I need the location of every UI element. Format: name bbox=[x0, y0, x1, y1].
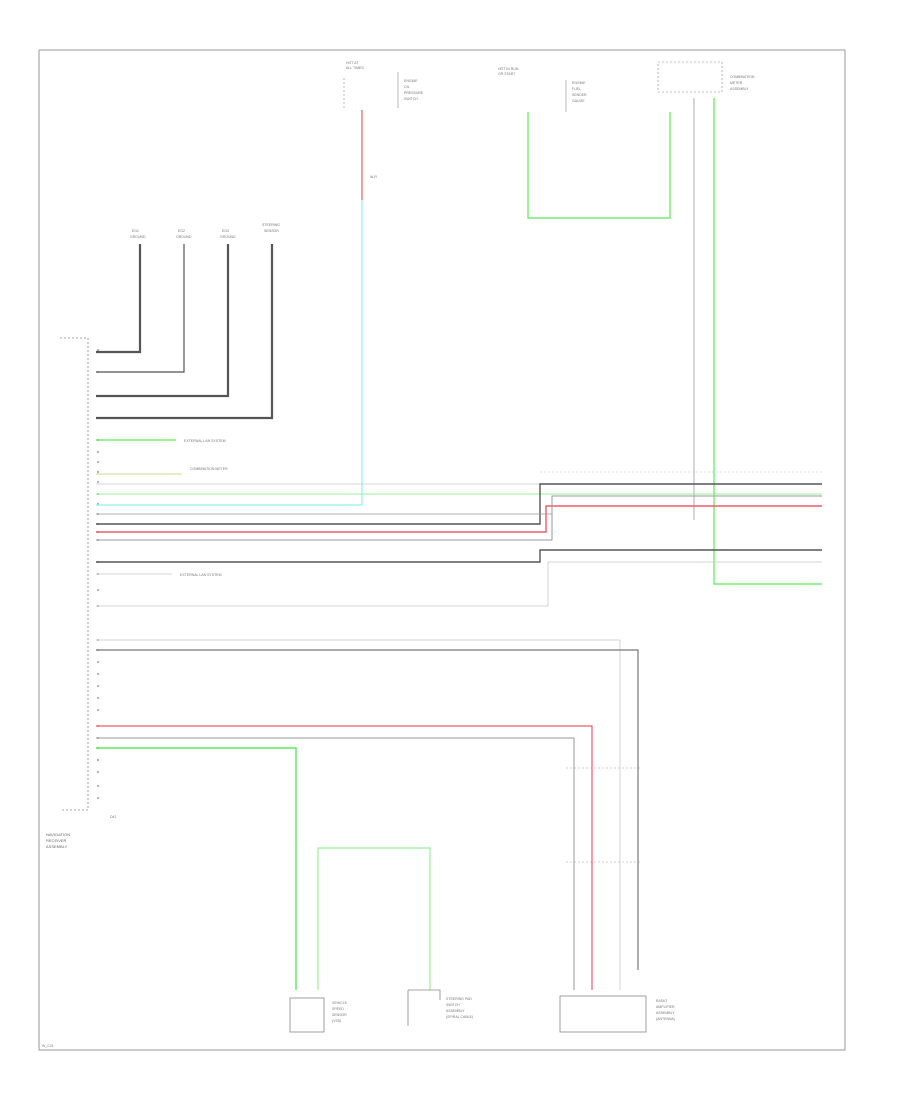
fuel-sender-line-1: ENGINE bbox=[572, 81, 586, 85]
oil-pressure-line-3: PRESSURE bbox=[404, 91, 424, 95]
connector-fuel-sender: HOT IN RUN OR START ENGINE FUEL SENDER G… bbox=[498, 67, 671, 219]
module-title-line-3: ASSEMBLY bbox=[46, 844, 68, 849]
ground-point-4-sub: SENSOR bbox=[264, 229, 279, 233]
module-plug: D41 bbox=[110, 815, 116, 819]
ground-point-1-sub: GROUND bbox=[130, 235, 146, 239]
ground-points: EG1 GROUND EG2 GROUND EG3 GROUND STEERIN… bbox=[96, 223, 280, 420]
cluster-line-2: METER bbox=[730, 81, 743, 85]
ground-point-3: EG3 GROUND bbox=[96, 229, 236, 398]
antenna-line-2: AMPLIFIER bbox=[656, 1005, 675, 1009]
speed-sensor-line-3: SENSOR bbox=[332, 1013, 347, 1017]
module-title-line-2: RECEIVER bbox=[46, 838, 67, 843]
connector-cluster: COMBINATION METER ASSEMBLY bbox=[657, 61, 822, 585]
antenna-line-4: (ANTENNA) bbox=[656, 1017, 675, 1021]
steering-switch-line-1: STEERING PAD bbox=[446, 997, 472, 1001]
note-cluster: COMBINATION METER bbox=[190, 467, 228, 471]
footer-code: W_C41 bbox=[42, 1044, 54, 1048]
bus-wires bbox=[96, 471, 822, 607]
note-lan-2: EXTERNAL LAN SYSTEM bbox=[180, 573, 222, 577]
lan-notes: EXTERNAL LAN SYSTEM COMBINATION METER EX… bbox=[96, 439, 228, 577]
steering-switch-line-2: SWITCH bbox=[446, 1003, 460, 1007]
fuel-sender-header: HOT IN RUN bbox=[498, 67, 519, 71]
speed-sensor-line-2: SPEED bbox=[332, 1007, 344, 1011]
ground-point-1: EG1 GROUND bbox=[96, 229, 146, 354]
oil-pressure-sub: ALL TIMES bbox=[346, 66, 364, 70]
oil-pressure-line-2: OIL bbox=[404, 85, 410, 89]
fuel-sender-line-4: GAUGE bbox=[572, 99, 585, 103]
lower-wires bbox=[96, 639, 640, 990]
diagram-frame bbox=[38, 49, 846, 1051]
ground-point-4: STEERING SENSOR bbox=[96, 223, 280, 420]
steering-switch-line-3: ASSEMBLY bbox=[446, 1009, 465, 1013]
speed-sensor-line-4: (VSS) bbox=[332, 1019, 341, 1023]
ground-point-1-label: EG1 bbox=[132, 229, 139, 233]
note-lan-1: EXTERNAL LAN SYSTEM bbox=[184, 439, 226, 443]
fuel-sender-line-2: FUEL bbox=[572, 87, 581, 91]
antenna-line-3: ASSEMBLY bbox=[656, 1011, 675, 1015]
oil-pressure-wire-label: W-R bbox=[370, 175, 377, 179]
bottom-component-steering-switch: STEERING PAD SWITCH ASSEMBLY (SPIRAL CAB… bbox=[407, 989, 473, 1026]
ground-point-2-sub: GROUND bbox=[176, 235, 192, 239]
ground-point-3-sub: GROUND bbox=[220, 235, 236, 239]
main-module: NAVIGATION RECEIVER ASSEMBLY D41 bbox=[46, 337, 116, 849]
bottom-component-antenna: RADIO AMPLIFIER ASSEMBLY (ANTENNA) bbox=[559, 995, 675, 1033]
module-title-line-1: NAVIGATION bbox=[46, 832, 70, 837]
cluster-line-3: ASSEMBLY bbox=[730, 87, 749, 91]
ground-point-3-label: EG3 bbox=[222, 229, 229, 233]
steering-switch-line-4: (SPIRAL CABLE) bbox=[446, 1015, 473, 1019]
ground-point-4-label: STEERING bbox=[262, 223, 280, 227]
oil-pressure-header: HOT AT bbox=[346, 61, 359, 65]
speed-sensor-line-1: VEHICLE bbox=[332, 1001, 348, 1005]
antenna-line-1: RADIO bbox=[656, 999, 667, 1003]
cluster-line-1: COMBINATION bbox=[730, 75, 755, 79]
fuel-sender-line-3: SENDER bbox=[572, 93, 587, 97]
ground-point-2: EG2 GROUND bbox=[96, 229, 192, 373]
ground-point-2-label: EG2 bbox=[178, 229, 185, 233]
oil-pressure-line-1: ENGINE bbox=[404, 79, 418, 83]
fuel-sender-sub: OR START bbox=[498, 72, 516, 76]
bottom-component-speed-sensor: VEHICLE SPEED SENSOR (VSS) bbox=[289, 997, 348, 1033]
oil-pressure-line-4: SWITCH bbox=[404, 97, 418, 101]
connector-oil-pressure: HOT AT ALL TIMES ENGINE OIL PRESSURE SWI… bbox=[96, 61, 424, 506]
